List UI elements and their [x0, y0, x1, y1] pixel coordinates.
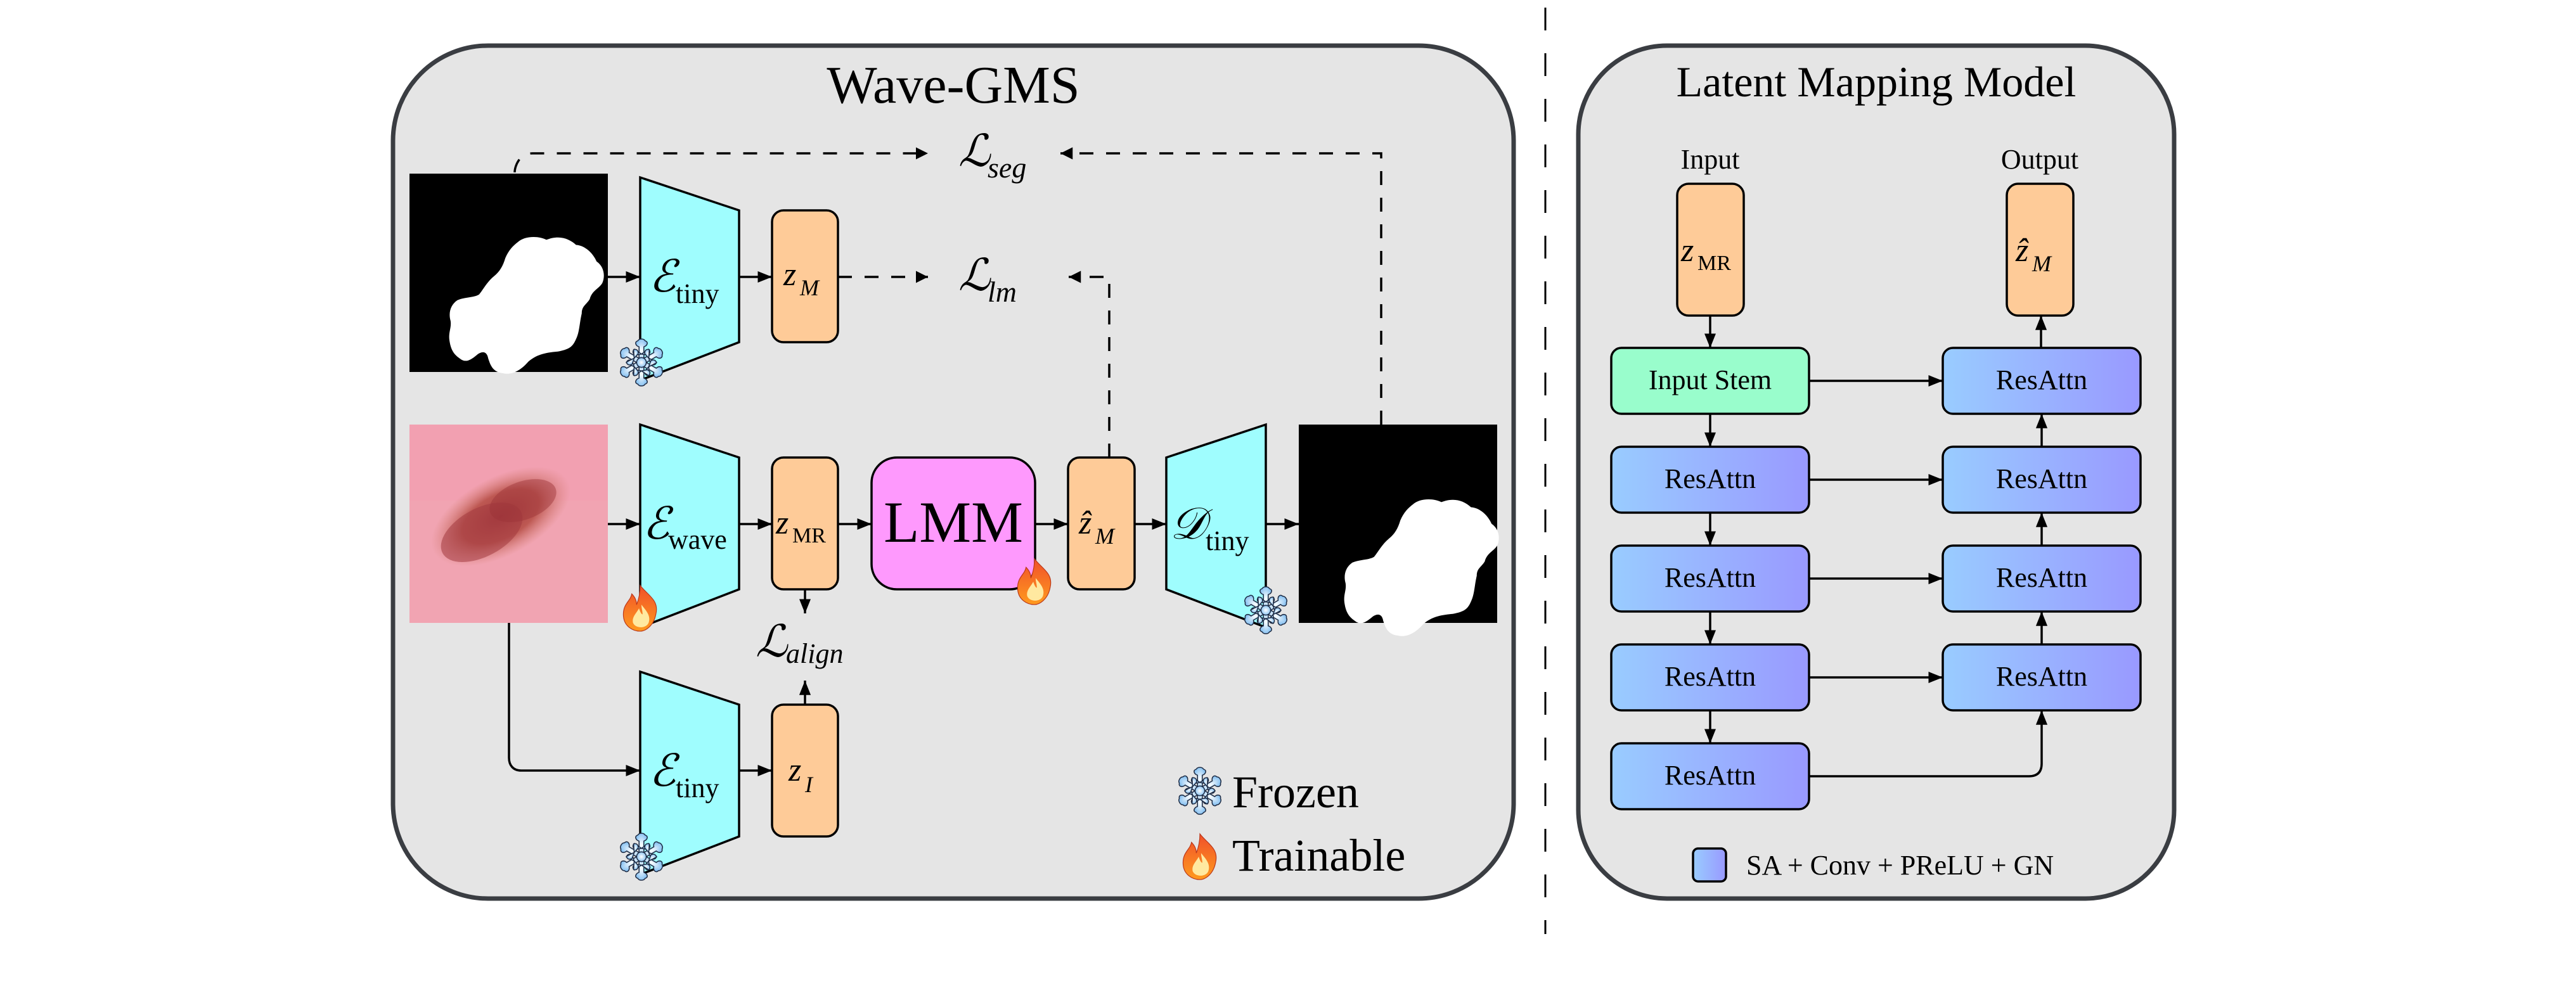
seg-loss-subscript: seg	[988, 151, 1026, 184]
latent-z-mr-label: z MR	[775, 505, 826, 547]
latent-base: z	[783, 257, 796, 293]
seg-loss-label: ℒ seg	[958, 127, 1026, 184]
align-loss-label: ℒ align	[756, 618, 843, 669]
latent-subscript: M	[2032, 251, 2052, 276]
wave-gms-title: Wave-GMS	[827, 56, 1079, 115]
resattn-label: ResAttn	[1996, 661, 2087, 692]
lmm-panel-title: Latent Mapping Model	[1677, 58, 2077, 106]
resattn-label: ResAttn	[1996, 364, 2087, 395]
latent-base: ẑ	[1078, 505, 1092, 541]
align-loss-subscript: align	[786, 638, 843, 669]
resattn-legend-swatch	[1692, 847, 1727, 883]
resattn-legend-label: SA + Conv + PReLU + GN	[1746, 850, 2054, 881]
latent-z-i-label: z I	[788, 752, 814, 797]
output-label: Output	[2001, 144, 2078, 175]
lmm-output-latent-label: ẑ M	[2015, 233, 2052, 276]
lm-loss-label: ℒ lm	[958, 252, 1017, 308]
lm-loss-symbol: ℒ	[958, 252, 991, 300]
latent-base: z	[788, 752, 801, 788]
latent-z-hat-m-label: ẑ M	[1078, 505, 1116, 549]
latent-subscript: MR	[792, 524, 826, 547]
seg-loss-arrow-from-gt	[513, 147, 928, 173]
legend-trainable-label: Trainable	[1232, 830, 1405, 881]
encoder-subscript: tiny	[676, 278, 719, 309]
lmm-input-latent-label: z MR	[1680, 233, 1731, 275]
latent-subscript: M	[799, 275, 820, 300]
wave-encoder-label: ℰ wave	[643, 500, 727, 555]
resattn-label: ResAttn	[1665, 661, 1756, 692]
bottleneck-arrow	[1809, 710, 2048, 778]
lmm-panel: Latent Mapping Model Input Output z MR ẑ…	[1576, 43, 2177, 901]
mask-encoder-label: ℰ tiny	[649, 253, 719, 309]
wave-encoder	[639, 423, 740, 629]
input-skin-image	[409, 425, 608, 623]
latent-z-m-label: z M	[783, 257, 820, 300]
align-loss-symbol: ℒ	[756, 618, 789, 667]
latent-base: ẑ	[2015, 233, 2029, 269]
encoder-symbol: ℰ	[649, 253, 680, 302]
decoder-subscript: tiny	[1206, 525, 1249, 556]
input-label: Input	[1681, 144, 1740, 175]
encoder-subscript: wave	[668, 524, 727, 555]
block-legend: SA + Conv + PReLU + GN	[1692, 847, 2054, 883]
mask-encoder-tiny	[639, 176, 740, 382]
legend-frozen-label: Frozen	[1232, 767, 1359, 817]
lmm-label: LMM	[884, 490, 1023, 554]
resattn-label: ResAttn	[1996, 562, 2087, 593]
input-stem-label: Input Stem	[1649, 364, 1772, 395]
latent-base: z	[1680, 233, 1694, 269]
latent-subscript: M	[1095, 523, 1116, 549]
resattn-label: ResAttn	[1996, 463, 2087, 494]
image-encoder-tiny	[639, 670, 740, 876]
latent-subscript: I	[804, 772, 814, 797]
arrow-image-to-tiny-encoder	[508, 623, 640, 777]
encoder-subscript: tiny	[676, 772, 719, 804]
seg-loss-arrow-from-pred	[1060, 147, 1382, 425]
latent-base: z	[775, 505, 789, 541]
wave-gms-panel: Wave-GMS ℒ seg ℰ tiny z M ℒ lm	[390, 43, 1516, 901]
lm-loss-arrow-from-zhat	[1069, 271, 1111, 458]
seg-loss-symbol: ℒ	[958, 127, 991, 176]
latent-z-i	[771, 703, 839, 838]
resattn-label: ResAttn	[1665, 463, 1756, 494]
lmm-blocks: ResAttnResAttnResAttnResAttnResAttnResAt…	[1610, 347, 2142, 810]
resattn-label: ResAttn	[1665, 760, 1756, 791]
resattn-label: ResAttn	[1665, 562, 1756, 593]
encoder-symbol: ℰ	[643, 500, 674, 549]
training-legend: Frozen Trainable	[1175, 767, 1405, 881]
encoder-symbol: ℰ	[649, 747, 680, 796]
lm-loss-subscript: lm	[988, 276, 1017, 308]
latent-subscript: MR	[1697, 252, 1731, 275]
image-encoder-label: ℰ tiny	[649, 747, 719, 804]
